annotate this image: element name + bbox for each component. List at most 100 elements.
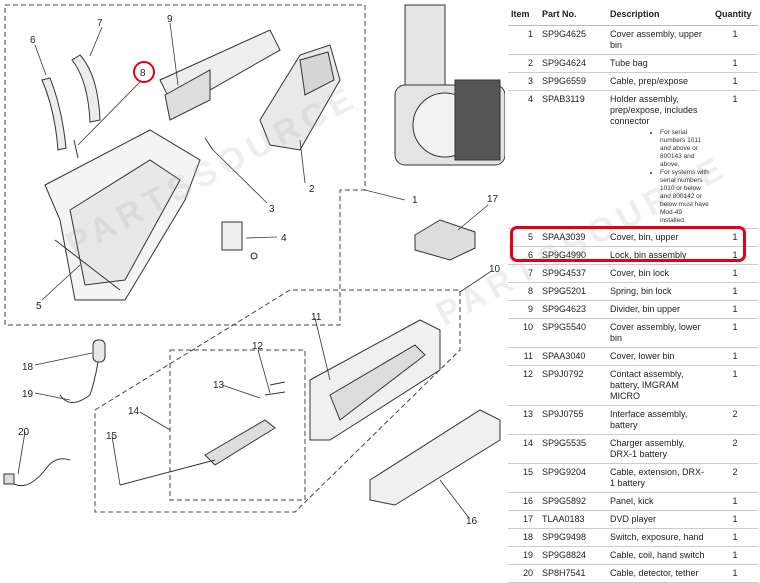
- part-number-cell-text: SP9G4624: [542, 58, 587, 68]
- quantity-cell: 1: [712, 228, 758, 247]
- item-cell-text: 2: [527, 58, 533, 68]
- item-cell-text: 6: [527, 250, 533, 260]
- item-cell: 7: [508, 264, 539, 283]
- quantity-cell: 1: [712, 264, 758, 283]
- part-number-cell-text: SP9G4625: [542, 29, 587, 39]
- description-cell: Cover assembly, lower bin: [607, 318, 712, 348]
- part-number-cell-text: SPAA3040: [542, 351, 586, 361]
- kick-panel: [369, 409, 501, 506]
- item-cell: 12: [508, 365, 539, 406]
- svg-text:3: 3: [269, 204, 275, 215]
- leader-lines: [17, 22, 491, 519]
- part-number-cell: SPAA3039: [539, 228, 607, 247]
- item-cell-text: 8: [527, 286, 533, 296]
- part-number-cell: SP9J0755: [539, 405, 607, 435]
- battery-charger: [204, 381, 286, 466]
- table-header-row: Item Part No. Description Quantity: [508, 0, 758, 26]
- description-cell-text: Cover assembly, lower bin: [610, 322, 701, 343]
- description-cell: Divider, bin upper: [607, 300, 712, 319]
- item-cell-text: 19: [522, 550, 533, 560]
- upper-bin-cover: [44, 129, 201, 301]
- item-cell: 11: [508, 347, 539, 366]
- item-cell: 9: [508, 300, 539, 319]
- description-cell: Tube bag: [607, 54, 712, 73]
- svg-text:6: 6: [30, 35, 36, 46]
- description-cell: Cable, prep/expose: [607, 72, 712, 91]
- item-cell: 3: [508, 72, 539, 91]
- item-cell: 16: [508, 492, 539, 511]
- svg-text:14: 14: [128, 406, 140, 417]
- part-number-cell: SP9G4623: [539, 300, 607, 319]
- description-cell-text: Cover assembly, upper bin: [610, 29, 702, 50]
- quantity-cell: 1: [712, 510, 758, 529]
- description-cell: Interface assembly, battery: [607, 405, 712, 435]
- description-cell: Cover assembly, upper bin: [607, 25, 712, 55]
- item-cell-text: 14: [522, 438, 533, 448]
- quantity-cell-text: 1: [732, 94, 738, 104]
- quantity-cell: 1: [712, 492, 758, 511]
- svg-text:2: 2: [309, 184, 315, 195]
- item-cell: 2: [508, 54, 539, 73]
- lower-bin-cover: [309, 319, 441, 441]
- description-cell-text: Charger assembly, DRX-1 battery: [610, 438, 685, 459]
- quantity-cell-text: 2: [732, 409, 738, 419]
- quantity-cell: 2: [712, 405, 758, 435]
- part-number-cell: SP9G4624: [539, 54, 607, 73]
- quantity-cell-text: 1: [732, 76, 738, 86]
- quantity-cell: 1: [712, 564, 758, 583]
- xray-machine: [394, 4, 505, 166]
- item-cell-text: 12: [522, 369, 533, 379]
- svg-text:1: 1: [412, 195, 418, 206]
- item-cell-text: 7: [527, 268, 533, 278]
- part-number-cell-text: SP9G5535: [542, 438, 587, 448]
- item-cell-text: 15: [522, 467, 533, 477]
- svg-text:12: 12: [252, 341, 264, 352]
- part-number-cell-text: SP9G4537: [542, 268, 587, 278]
- part-number-cell: SP9G5892: [539, 492, 607, 511]
- item-cell: 18: [508, 528, 539, 547]
- description-cell: Contact assembly, battery, IMGRAM MICRO: [607, 365, 712, 406]
- quantity-cell-text: 2: [732, 467, 738, 477]
- item-cell-text: 11: [523, 351, 533, 361]
- description-cell-text: Panel, kick: [610, 496, 654, 506]
- part-number-cell: SP8H7541: [539, 564, 607, 583]
- part-number-cell-text: SP9G5201: [542, 286, 587, 296]
- quantity-cell-text: 1: [732, 532, 738, 542]
- item-cell-text: 13: [522, 409, 533, 419]
- description-cell: DVD player: [607, 510, 712, 529]
- description-cell: Holder assembly, prep/expose, includes c…: [607, 90, 712, 229]
- part-number-cell: SP9G6559: [539, 72, 607, 91]
- column-header-item: Item: [508, 0, 539, 26]
- quantity-cell: 1: [712, 282, 758, 301]
- quantity-cell: 1: [712, 318, 758, 348]
- exploded-parts-diagram: 7 6 9 8 2 3 4 5 1 17 10 11 12 13 14 15 1…: [3, 4, 505, 527]
- item-cell-text: 9: [527, 304, 533, 314]
- description-cell-text: Divider, bin upper: [610, 304, 681, 314]
- column-header-description: Description: [607, 0, 712, 26]
- quantity-cell-text: 1: [732, 369, 738, 379]
- svg-text:15: 15: [106, 431, 118, 442]
- part-number-cell-text: SP9G4623: [542, 304, 587, 314]
- description-cell-text: Cable, coil, hand switch: [610, 550, 705, 560]
- quantity-cell: 1: [712, 365, 758, 406]
- item-cell: 19: [508, 546, 539, 565]
- column-header-part-no: Part No.: [539, 0, 607, 26]
- upper-bin-group: [4, 4, 366, 326]
- quantity-cell: 1: [712, 546, 758, 565]
- quantity-cell: 2: [712, 434, 758, 464]
- part-number-cell: SP9G5535: [539, 434, 607, 464]
- description-cell-text: Cable, prep/expose: [610, 76, 689, 86]
- item-cell-text: 1: [527, 29, 533, 39]
- item-cell: 1: [508, 25, 539, 55]
- description-cell-text: Lock, bin assembly: [610, 250, 687, 260]
- description-cell: Cable, extension, DRX-1 battery: [607, 463, 712, 493]
- part-number-cell: SPAA3040: [539, 347, 607, 366]
- item-cell-text: 17: [522, 514, 533, 524]
- part-number-cell-text: SP9J0755: [542, 409, 584, 419]
